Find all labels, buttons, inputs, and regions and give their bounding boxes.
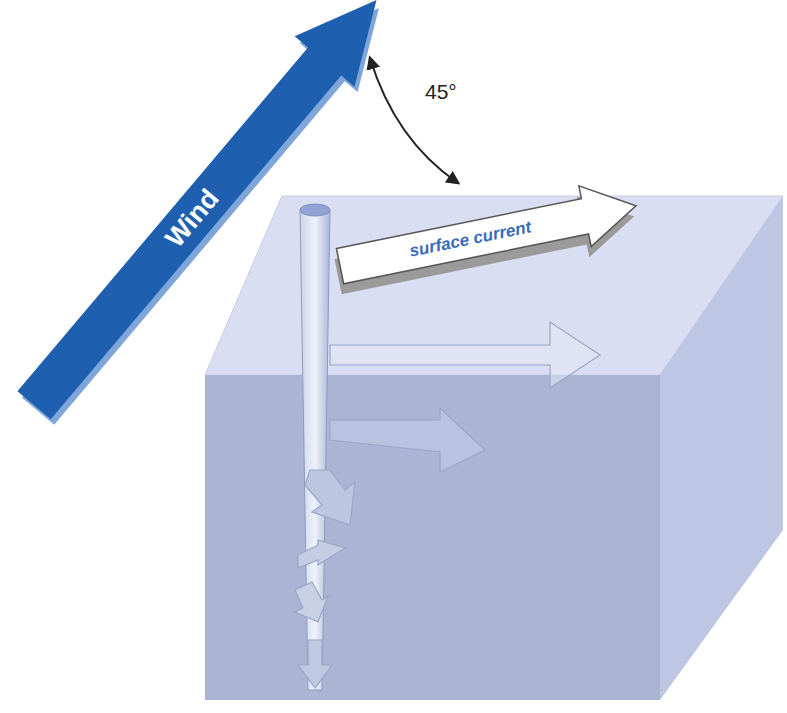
water-front-face (205, 375, 660, 700)
ekman-spiral-arrows (295, 322, 600, 688)
column-top (300, 204, 330, 216)
angle-label: 45° (425, 80, 457, 104)
angle-arc (370, 58, 458, 183)
water-side-face (660, 196, 783, 700)
arrow-body (6, 0, 405, 429)
arrow-body (334, 176, 642, 297)
